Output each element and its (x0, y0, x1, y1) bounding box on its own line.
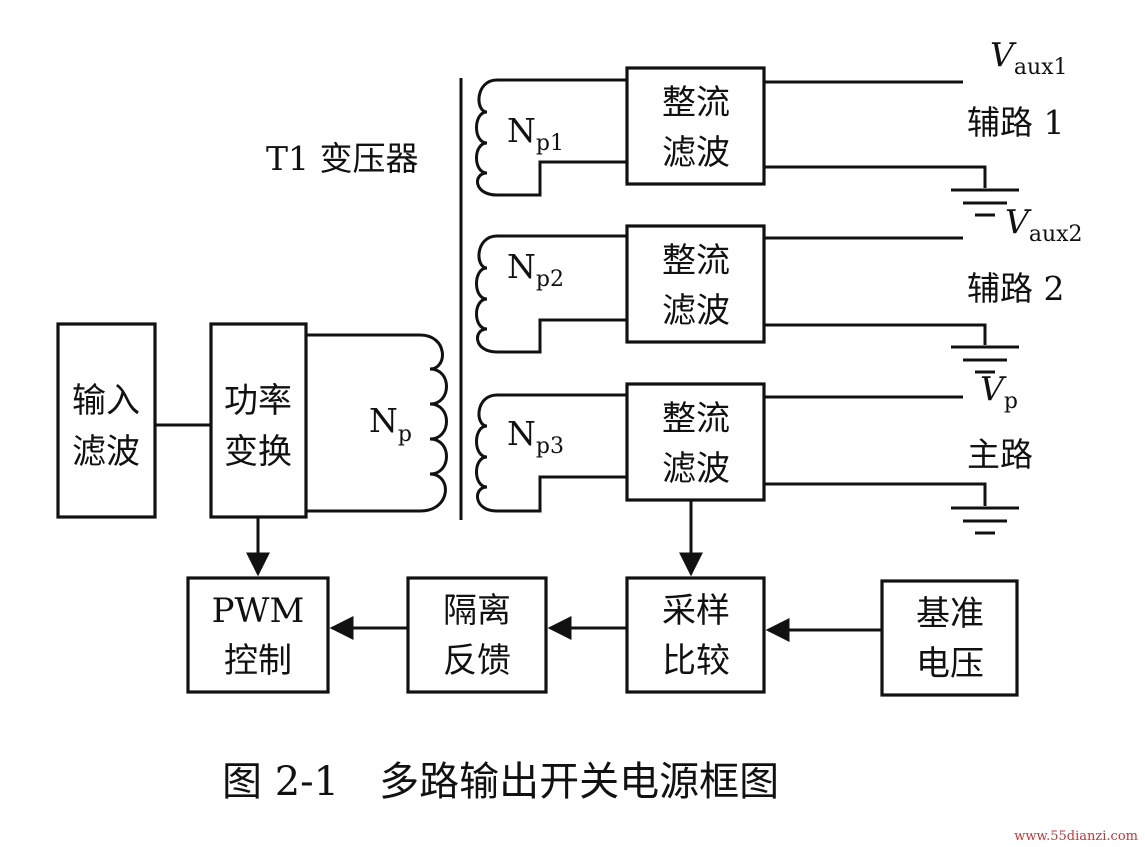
figure-caption: 图 2-1 多路输出开关电源框图 (222, 759, 779, 805)
input-filter-block (56, 322, 157, 519)
ground-1-symbol (951, 188, 1019, 217)
isolation-feedback-block (406, 576, 548, 694)
winding-1-bottom-lead (497, 160, 627, 197)
power-convert-block (209, 322, 308, 519)
input-filter-line2: 滤波 (72, 432, 140, 472)
winding-3-bottom-lead (497, 475, 627, 513)
secondary-winding-2-coil (475, 234, 498, 354)
isolation-line1: 隔离 (443, 591, 511, 631)
pwm-line1: PWM (212, 591, 305, 631)
ground-3-lead (764, 482, 987, 506)
secondary-winding-3-coil (475, 393, 498, 513)
reference-line1: 基准 (916, 594, 984, 634)
ground-2-symbol (951, 345, 1019, 374)
ground-2-lead (764, 323, 987, 345)
power-convert-line1: 功率 (224, 381, 292, 421)
rect2-line2: 滤波 (662, 291, 730, 331)
reference-voltage-block (880, 579, 1019, 697)
output-1-name: 辅路 1 (967, 103, 1065, 142)
reference-line2: 电压 (916, 644, 984, 684)
rectifier-filter-block-1 (625, 66, 766, 186)
ground-3-symbol (951, 506, 1019, 535)
winding-2-bottom-lead (497, 318, 627, 354)
primary-winding-coil (419, 333, 448, 513)
rect3-line2: 滤波 (662, 449, 730, 489)
secondary-winding-1-coil (475, 78, 498, 197)
transformer-label: T1 变压器 (266, 139, 419, 178)
rect1-line2: 滤波 (662, 133, 730, 173)
primary-winding-label: Np (369, 401, 412, 447)
output-1-voltage-label: Vaux1 (990, 35, 1068, 80)
output-2-name: 辅路 2 (967, 269, 1065, 308)
rect2-line1: 整流 (662, 241, 730, 281)
pwm-control-block (186, 576, 330, 694)
rect1-line1: 整流 (662, 83, 730, 123)
sampling-line1: 采样 (662, 591, 730, 631)
rectifier-filter-block-3 (625, 382, 766, 502)
winding-1-label: Np1 (507, 111, 564, 156)
input-filter-line1: 输入 (72, 381, 140, 421)
rectifier-filter-block-2 (625, 224, 766, 344)
watermark: www.55dianzi.com (1014, 829, 1138, 844)
output-2-voltage-label: Vaux2 (1005, 202, 1083, 247)
isolation-line2: 反馈 (443, 641, 511, 681)
output-3-name: 主路 (967, 435, 1033, 474)
sampling-compare-block (625, 576, 766, 694)
winding-3-label: Np3 (507, 414, 564, 459)
output-3-voltage-label: Vp (980, 369, 1018, 414)
ground-1-lead (764, 165, 987, 188)
rect3-line1: 整流 (662, 399, 730, 439)
winding-2-label: Np2 (507, 247, 564, 292)
power-convert-line2: 变换 (224, 432, 292, 472)
sampling-line2: 比较 (662, 641, 730, 681)
pwm-line2: 控制 (224, 641, 292, 681)
